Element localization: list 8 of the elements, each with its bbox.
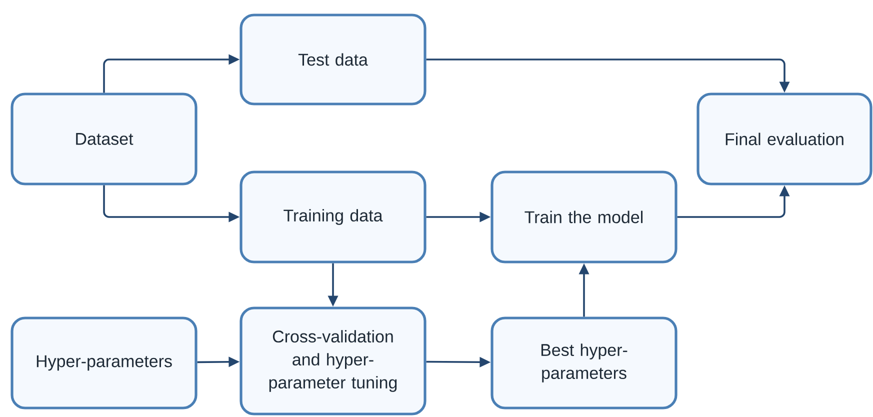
process-box: Train the model (490, 170, 678, 264)
process-box: Dataset (10, 92, 198, 186)
process-box: Cross-validation and hyper-parameter tuning (240, 306, 426, 416)
process-box: Training data (240, 170, 426, 264)
process-box: Hyper-parameters (10, 316, 198, 410)
process-box: Best hyper-parameters (490, 316, 678, 410)
process-box: Final evaluation (696, 92, 872, 186)
process-box: Test data (240, 14, 426, 106)
